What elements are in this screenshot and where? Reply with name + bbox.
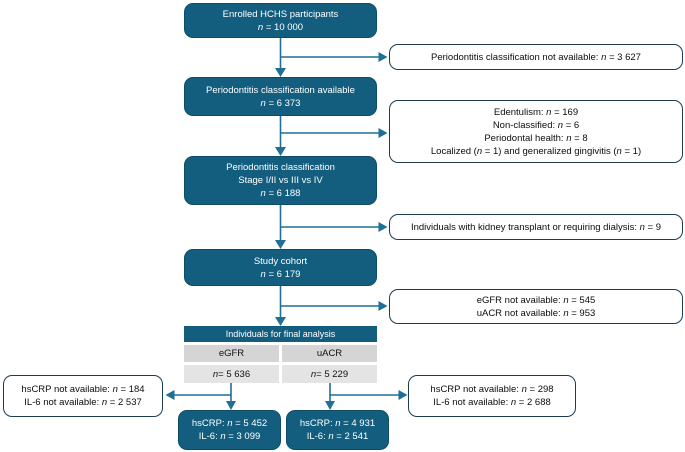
note-line: IL-6 not available: n = 2 688 [433,397,551,408]
enrolled-box: Enrolled HCHS participants n = 10 000 [184,3,377,38]
note-line: Non-classified: n = 6 [492,119,580,131]
box-line: IL-6: n = 3 099 [198,431,261,442]
box-line: n = 6 188 [260,188,301,199]
box-line: n = 6 373 [260,97,301,109]
note-line: hsCRP not available: n = 184 [21,384,145,395]
uacr-n-cell: n = 5 229 [282,365,377,383]
note-line: IL-6 not available: n = 2 537 [24,397,142,408]
staging-box: Periodontitis classification Stage I/II … [184,156,377,205]
side-note-box: Periodontitis classification not availab… [389,44,683,70]
note-line: Periodontal health: n = 8 [484,132,588,144]
uacr-final-box: hsCRP: n = 4 931 IL-6: n = 2 541 [286,410,389,450]
box-line: n = 6 179 [260,268,301,280]
egfr-exclusion-box: hsCRP not available: n = 184 IL-6 not av… [3,375,163,417]
egfr-column-header: eGFR [184,345,279,362]
note-line: Periodontitis classification not availab… [431,51,641,63]
note-line: Individuals with kidney transplant or re… [410,221,662,233]
uacr-exclusion-box: hsCRP not available: n = 298 IL-6 not av… [408,375,576,417]
table-header: Individuals for final analysis [184,326,377,342]
note-line: Localized (n = 1) and generalized gingiv… [430,145,642,157]
box-line: hsCRP: n = 5 452 [191,418,268,429]
study-cohort-box: Study cohort n = 6 179 [184,249,377,286]
egfr-n-cell: n = 5 636 [184,365,279,383]
note-line: hsCRP not available: n = 298 [430,384,554,395]
box-line: Enrolled HCHS participants [222,8,339,20]
box-line: IL-6: n = 2 541 [306,431,369,442]
box-line: Study cohort [253,255,308,267]
note-line: uACR not available: n = 953 [476,307,596,319]
uacr-column-header: uACR [282,345,377,362]
egfr-final-box: hsCRP: n = 5 452 IL-6: n = 3 099 [178,410,281,450]
box-line: Stage I/II vs III vs IV [238,175,323,186]
note-line: eGFR not available: n = 545 [476,294,596,306]
box-line: n = 10 000 [257,21,304,33]
classification-available-box: Periodontitis classification available n… [184,77,377,116]
box-line: Periodontitis classification [226,162,335,173]
side-note-box: Edentulism: n = 169 Non-classified: n = … [389,100,683,163]
note-line: Edentulism: n = 169 [493,106,579,118]
side-note-box: Individuals with kidney transplant or re… [389,214,683,240]
side-note-box: eGFR not available: n = 545 uACR not ava… [389,289,683,324]
box-line: Periodontitis classification available [206,84,355,96]
box-line: hsCRP: n = 4 931 [299,418,376,429]
